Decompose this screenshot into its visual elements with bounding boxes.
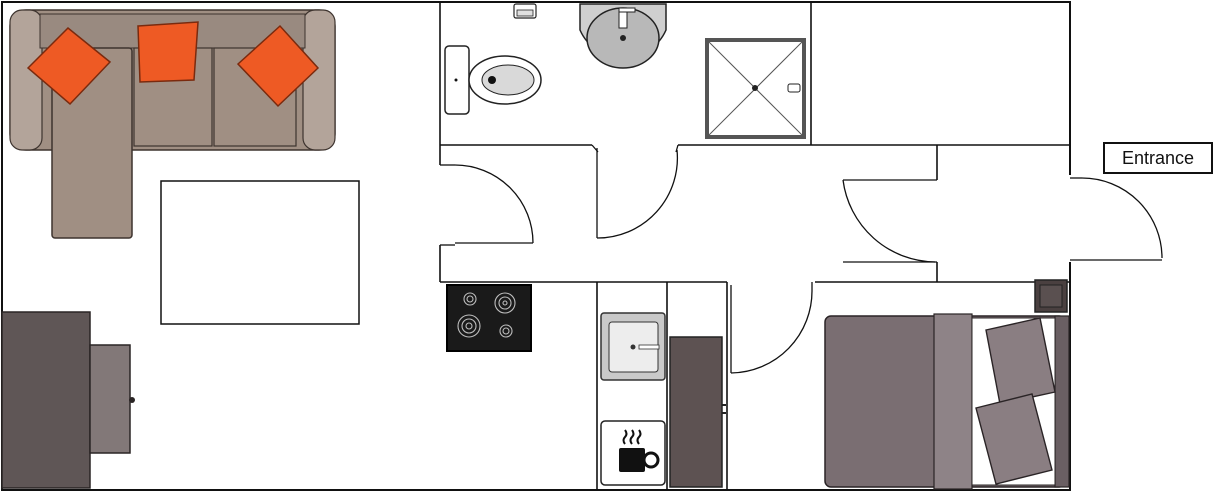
door-bathroom [591, 144, 679, 239]
cushion-center [137, 21, 199, 83]
pillow-top [985, 317, 1056, 405]
kitchen-sink [600, 312, 666, 381]
door-living-hall [440, 164, 534, 246]
toilet-paper [513, 3, 537, 19]
toilet [444, 45, 542, 115]
fridge [669, 336, 726, 488]
coffee-mug-icon [619, 429, 660, 472]
pillow-bottom [975, 393, 1053, 485]
entrance-label: Entrance [1103, 142, 1213, 174]
desk [1, 311, 135, 489]
coffee-table [160, 180, 360, 325]
interior-walls [439, 2, 1070, 490]
nightstand [1034, 279, 1068, 313]
desk-chair [89, 344, 131, 454]
entrance-door [1070, 177, 1163, 261]
shower [705, 38, 806, 139]
door-hall-inner [842, 179, 937, 263]
coffee-machine [600, 420, 666, 486]
outer-walls [1, 1, 1071, 491]
stove [446, 284, 532, 352]
bed [824, 313, 1070, 490]
bathroom-sink [579, 3, 667, 69]
cushion-left [26, 26, 112, 106]
cushion-right [236, 24, 320, 108]
cushions [26, 21, 320, 108]
door-bedroom [730, 282, 813, 374]
